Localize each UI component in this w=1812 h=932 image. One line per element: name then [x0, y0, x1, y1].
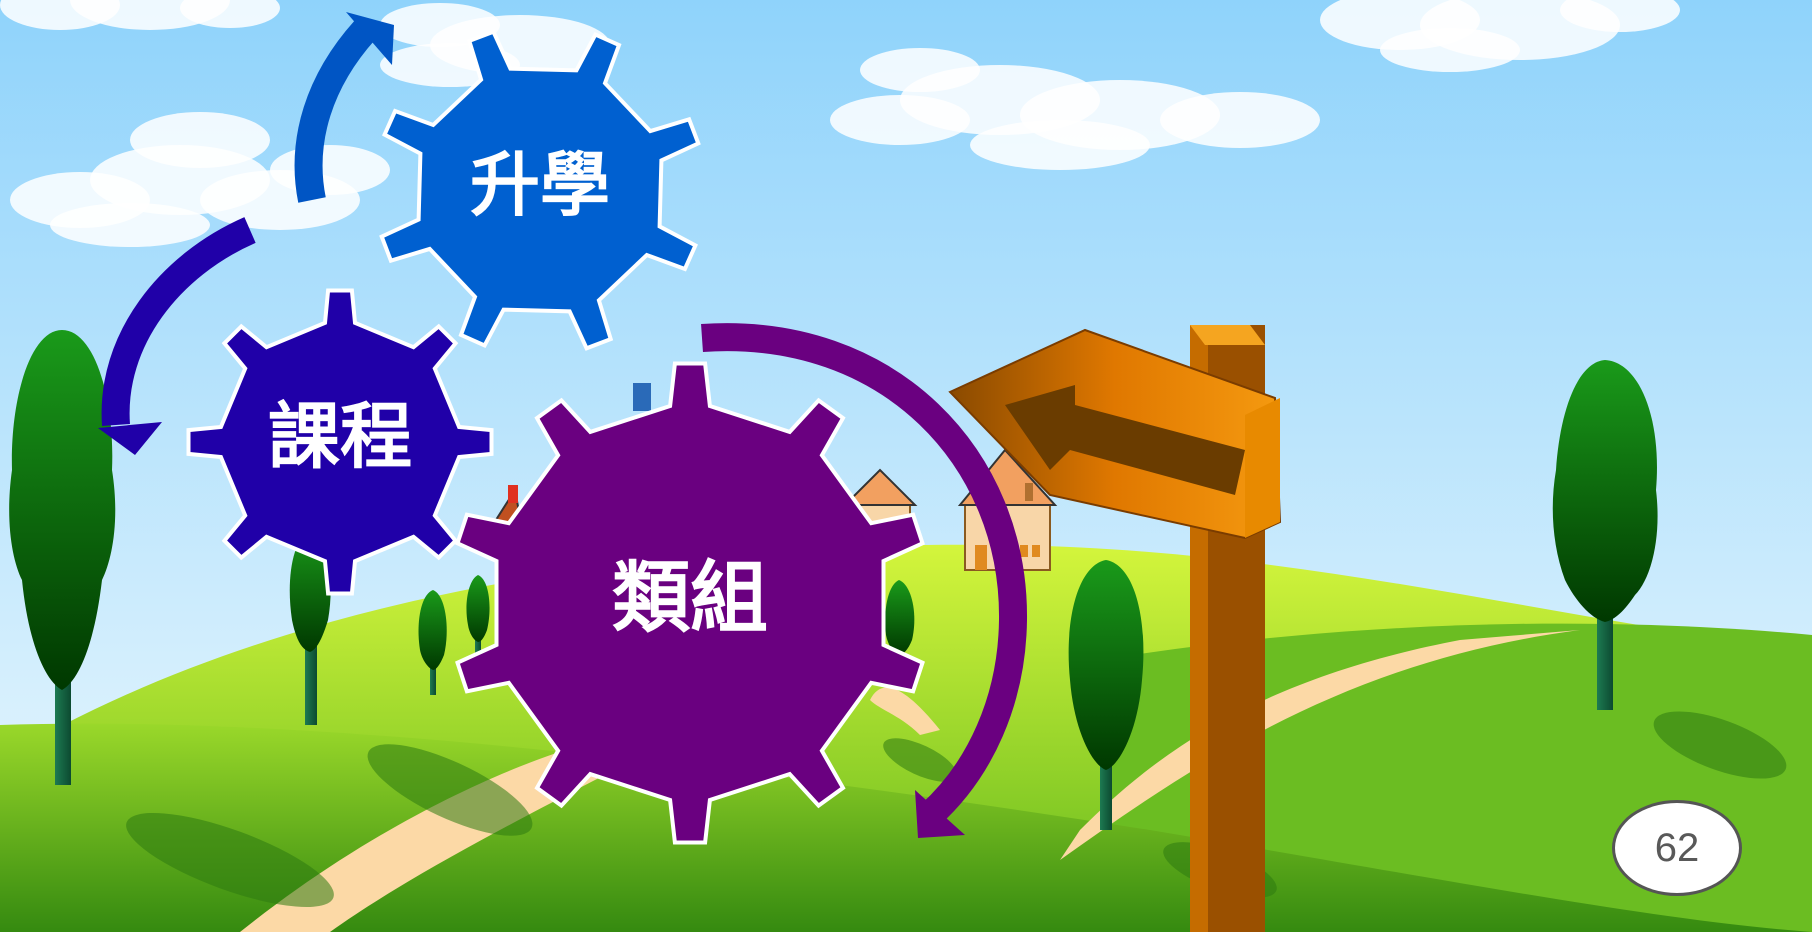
- clouds: [0, 0, 1680, 247]
- tree: [418, 590, 447, 695]
- arrow-curve-icon: [294, 20, 376, 203]
- gear-shengxue-label: 升學: [470, 144, 610, 226]
- gear-shengxue: 升學: [379, 29, 701, 351]
- dirt-path: [870, 687, 940, 735]
- chimney: [633, 383, 651, 411]
- tree: [1068, 560, 1144, 830]
- cloud: [1320, 0, 1680, 72]
- gear-kecheng-label: 課程: [268, 395, 412, 479]
- gear-icon: [379, 29, 701, 351]
- arrow-head-icon: [346, 12, 394, 65]
- gear-leizu: 類組: [455, 361, 925, 845]
- tree: [466, 575, 490, 665]
- cloud: [0, 0, 280, 30]
- page-number-badge: 62: [1612, 800, 1742, 896]
- tree-large-right: [1552, 360, 1658, 710]
- cycle-arrows: [98, 12, 1028, 838]
- arrow-head-icon: [915, 790, 965, 838]
- arrow-curve-icon: [101, 217, 256, 426]
- left-arrow-icon: [1005, 385, 1245, 495]
- gear-kecheng: 課程: [186, 288, 494, 596]
- gear-icon: [186, 288, 494, 596]
- gear-icon: [455, 361, 925, 845]
- gear-leizu-label: 類組: [612, 553, 768, 643]
- arrow-curve-icon: [701, 323, 1028, 826]
- cloud: [830, 48, 1320, 170]
- arrow-head-icon: [98, 422, 162, 455]
- tree-large-left: [9, 330, 116, 785]
- signpost: [948, 325, 1282, 932]
